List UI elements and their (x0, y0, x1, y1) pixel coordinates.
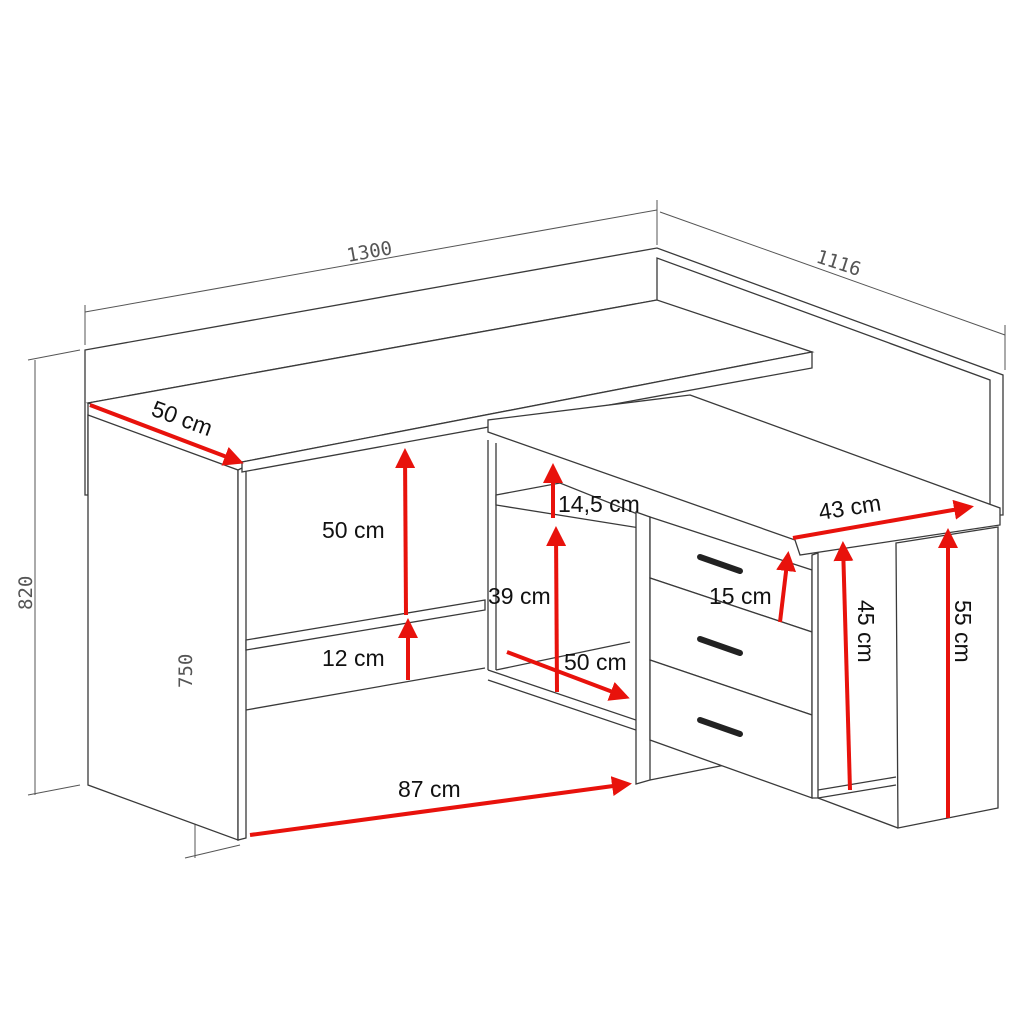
dimension-arrows (89, 403, 974, 837)
label-upper-gap: 14,5 cm (558, 491, 640, 517)
arrow-knee-height (395, 448, 416, 616)
label-knee-width: 87 cm (398, 776, 461, 802)
label-shelf-depth: 50 cm (564, 649, 627, 675)
label-knee-height: 50 cm (322, 517, 385, 543)
label-height: 820 (15, 576, 37, 610)
arrow-side-top (792, 499, 974, 540)
label-shelf-opening: 39 cm (488, 583, 551, 609)
desk-outline (84, 247, 1004, 841)
drawer-handle-icons (697, 554, 743, 737)
label-desk-height: 750 (175, 654, 197, 688)
label-front-panel: 12 cm (322, 645, 385, 671)
label-side-shelf: 45 cm (853, 600, 879, 663)
arrow-side-shelf (833, 541, 854, 791)
arrow-desk-depth (89, 403, 244, 466)
arrow-shelf-depth (506, 650, 630, 701)
label-side-height: 55 cm (950, 600, 976, 663)
arrow-drawer-height (776, 551, 797, 623)
label-drawer-height: 15 cm (709, 583, 772, 609)
label-width: 1300 (345, 237, 394, 267)
arrow-shelf-opening (546, 526, 567, 693)
arrow-knee-width (249, 776, 632, 837)
